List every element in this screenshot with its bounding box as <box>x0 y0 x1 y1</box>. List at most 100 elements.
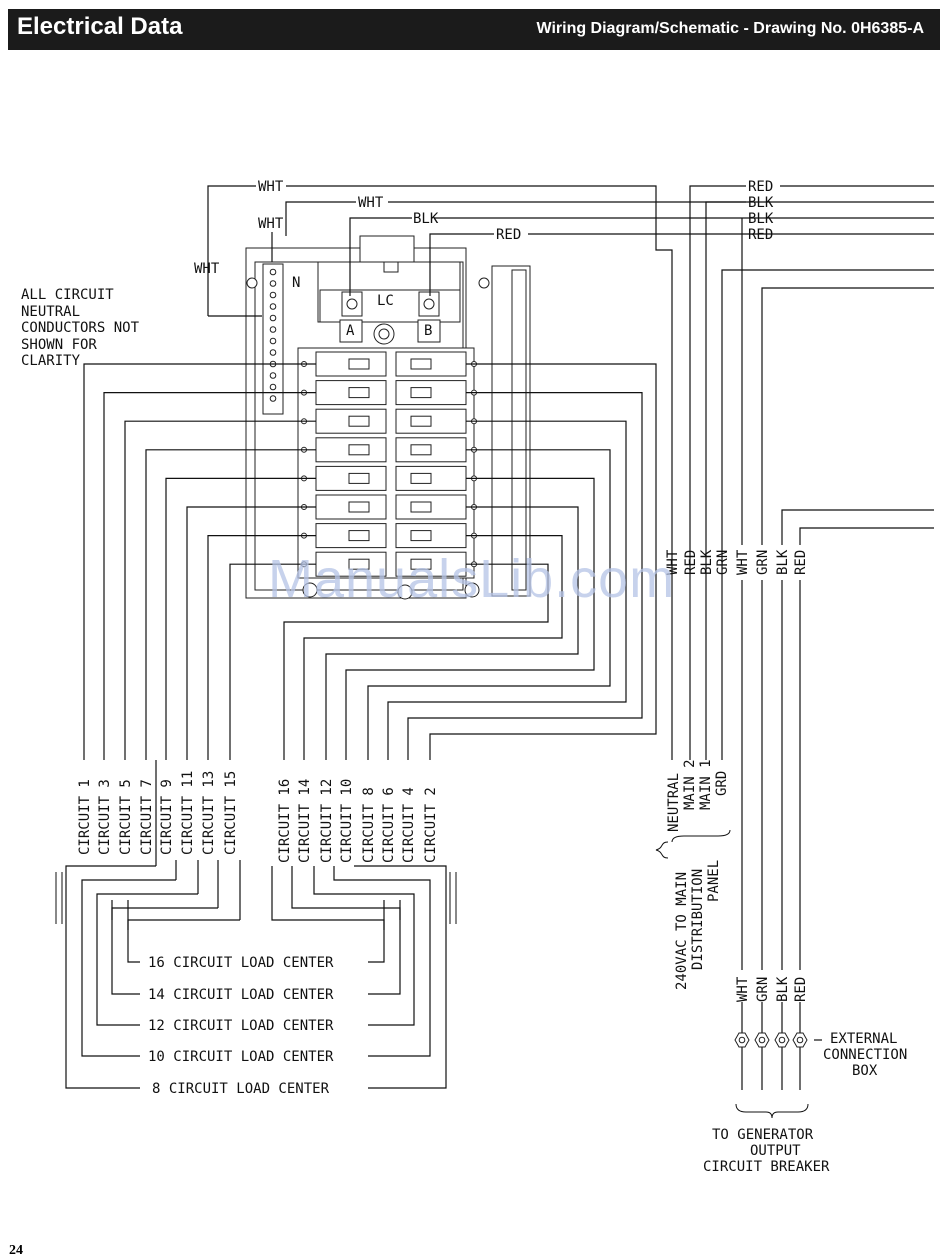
circuit-label: CIRCUIT 13 <box>201 771 217 855</box>
circuit-label: CIRCUIT 2 <box>423 787 439 863</box>
circuit-label: CIRCUIT 7 <box>139 779 155 855</box>
wire-tag: BLK <box>413 211 439 227</box>
bracket-line <box>111 900 140 995</box>
generator-caption: CIRCUIT BREAKER <box>703 1159 830 1175</box>
terminal-stud <box>758 1036 766 1044</box>
circuit-wire <box>367 449 611 760</box>
external-connection-box: EXTERNAL CONNECTION BOX TO GENERATOR OUT… <box>703 1031 907 1175</box>
load-center-label: 8 CIRCUIT LOAD CENTER <box>152 1081 330 1097</box>
generator-caption: TO GENERATOR <box>712 1127 814 1143</box>
main-1-label: MAIN 1 <box>698 759 714 810</box>
note-line: ALL CIRCUIT <box>21 287 114 303</box>
main-b-label: B <box>424 323 432 339</box>
terminal-stud <box>778 1036 786 1044</box>
breaker-handle <box>348 358 370 370</box>
breaker-handle <box>410 358 432 370</box>
wire-tag: WHT <box>194 261 220 277</box>
load-center-panel: N LC A B <box>245 235 531 600</box>
wire-tag: BLK <box>748 211 774 227</box>
breaker-handle <box>348 472 370 484</box>
feed-caption: 240VAC TO MAIN <box>674 872 690 990</box>
terminal-stud <box>796 1036 804 1044</box>
wire-tag: BLK <box>748 195 774 211</box>
bracket-line <box>313 866 415 900</box>
wire-tag: GRN <box>755 550 771 575</box>
bracket-line <box>354 865 447 900</box>
wire-tag: WHT <box>358 195 384 211</box>
wire-tag: RED <box>496 227 521 243</box>
breaker-handle <box>410 387 432 399</box>
neutral-terminals <box>269 268 277 402</box>
breaker-rows <box>301 351 477 577</box>
neutral-screw <box>269 280 277 287</box>
circuit-label: CIRCUIT 6 <box>381 787 397 863</box>
breaker-handle <box>348 501 370 513</box>
circuit-wire <box>387 420 627 760</box>
neutral-screw <box>269 268 277 276</box>
circuit-wire <box>325 506 579 760</box>
feed-wires <box>207 185 934 1090</box>
neutral-screw <box>269 349 277 356</box>
breaker-handle <box>348 387 370 399</box>
circuit-label: CIRCUIT 15 <box>223 771 239 855</box>
circuit-label: CIRCUIT 14 <box>297 779 313 863</box>
circuit-wire <box>283 563 549 760</box>
wire-tag: WHT <box>735 976 751 1002</box>
circuit-wire <box>207 534 316 760</box>
breaker-handle <box>410 530 432 542</box>
circuit-label: CIRCUIT 8 <box>361 787 377 863</box>
load-center-label: 12 CIRCUIT LOAD CENTER <box>148 1018 334 1034</box>
wire-tag: RED <box>793 550 809 575</box>
circuit-label: CIRCUIT 1 <box>77 779 93 855</box>
drawing-title: Wiring Diagram/Schematic - Drawing No. 0… <box>536 20 924 37</box>
load-center-label: 16 CIRCUIT LOAD CENTER <box>148 955 334 971</box>
circuit-wire <box>103 392 316 760</box>
circuit-wire <box>303 534 563 760</box>
bracket-line <box>96 893 198 900</box>
circuit-wire <box>186 506 316 760</box>
circuit-wire <box>83 363 316 760</box>
bracket-line <box>65 865 156 900</box>
grd-label: GRD <box>714 771 730 796</box>
neutral-screw <box>269 395 277 402</box>
wire-tag: WHT <box>258 179 284 195</box>
circuit-label: CIRCUIT 4 <box>401 787 417 863</box>
breaker-handle <box>410 472 432 484</box>
neutral-label: NEUTRAL <box>666 773 682 832</box>
load-center-brackets <box>55 760 457 1089</box>
breaker-handle <box>348 558 370 570</box>
bracket-line <box>333 866 431 900</box>
circuit-label: CIRCUIT 16 <box>277 779 293 863</box>
main-2-label: MAIN 2 <box>682 759 698 810</box>
external-box-label: EXTERNAL <box>830 1031 897 1047</box>
note-line: SHOWN FOR <box>21 337 97 353</box>
breaker-handle <box>348 444 370 456</box>
bracket-line <box>368 900 431 1057</box>
feed-caption: PANEL <box>706 860 722 902</box>
brace <box>671 829 731 843</box>
breaker-handle <box>410 444 432 456</box>
circuit-label: CIRCUIT 11 <box>180 771 196 855</box>
circuit-wire <box>124 420 316 760</box>
wire-tag: BLK <box>775 549 791 575</box>
bracket-line <box>81 900 140 1057</box>
circuit-label: CIRCUIT 5 <box>118 779 134 855</box>
circuit-label: CIRCUIT 12 <box>319 779 335 863</box>
neutral-screw <box>269 326 277 333</box>
breaker-handle <box>410 558 432 570</box>
wire-tag: RED <box>748 179 773 195</box>
breaker-handle <box>410 415 432 427</box>
neutral-screw <box>269 314 277 322</box>
section-title: Electrical Data <box>17 13 183 40</box>
bracket-line <box>368 900 401 995</box>
neutral-screw <box>269 291 277 299</box>
external-box-label: CONNECTION <box>823 1047 907 1063</box>
note-line: CONDUCTORS NOT <box>21 320 140 336</box>
bracket-line <box>65 900 140 1089</box>
neutral-screw <box>269 383 277 391</box>
wire-tag: RED <box>683 550 699 575</box>
bracket-line <box>368 900 415 1026</box>
wire-tag: GRN <box>755 977 771 1002</box>
